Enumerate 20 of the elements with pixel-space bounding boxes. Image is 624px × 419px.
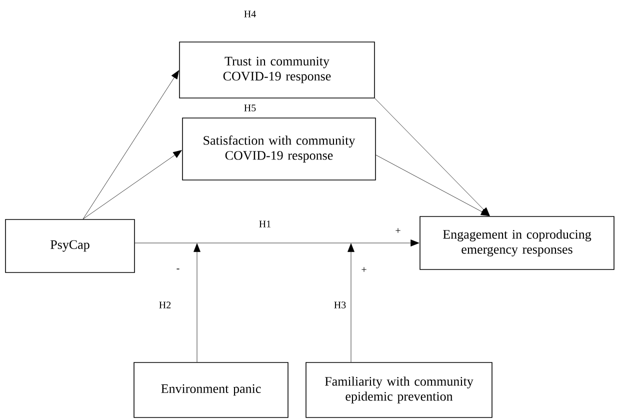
arrow [194, 243, 200, 362]
hypothesis-label: H4 [244, 10, 256, 18]
edge-label: H2 [159, 302, 171, 308]
hypothesis-label: + [396, 228, 400, 233]
arrow [134, 240, 420, 246]
arrow [348, 243, 354, 362]
hypothesis-label: H5 [244, 104, 256, 112]
arrow [82, 70, 179, 220]
box: Satisfaction with community COVID-19 response [182, 118, 376, 180]
hypothesis-label: + [362, 267, 366, 272]
box: Environment panic [134, 362, 288, 418]
arrow [376, 154, 490, 216]
edge-label: H1 [259, 220, 271, 228]
edge-label: H3 [334, 302, 346, 308]
hypothesis-label: - [176, 268, 180, 270]
arrow [82, 150, 182, 220]
box: Familiarity with community epidemic prevention [306, 362, 492, 418]
box: PsyCap [5, 219, 135, 273]
box: Engagement in coproducing emergency responses [420, 216, 614, 270]
box: Trust in community COVID-19 response [179, 42, 375, 98]
